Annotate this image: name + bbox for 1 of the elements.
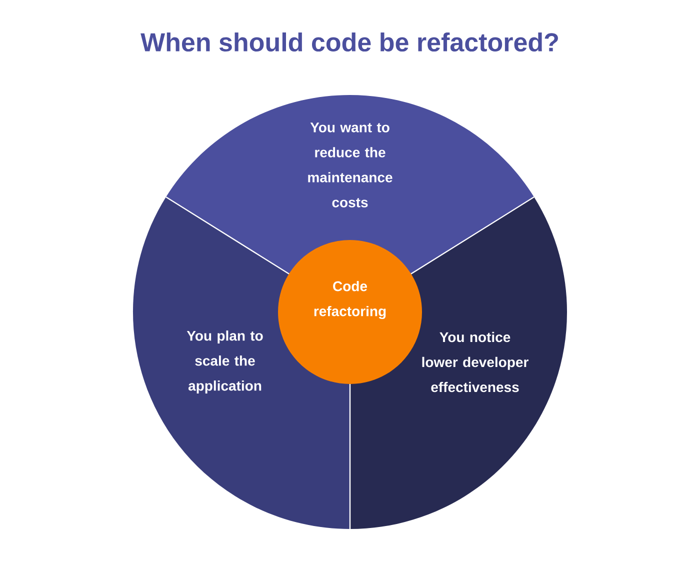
title: When should code be refactored? <box>140 32 558 52</box>
